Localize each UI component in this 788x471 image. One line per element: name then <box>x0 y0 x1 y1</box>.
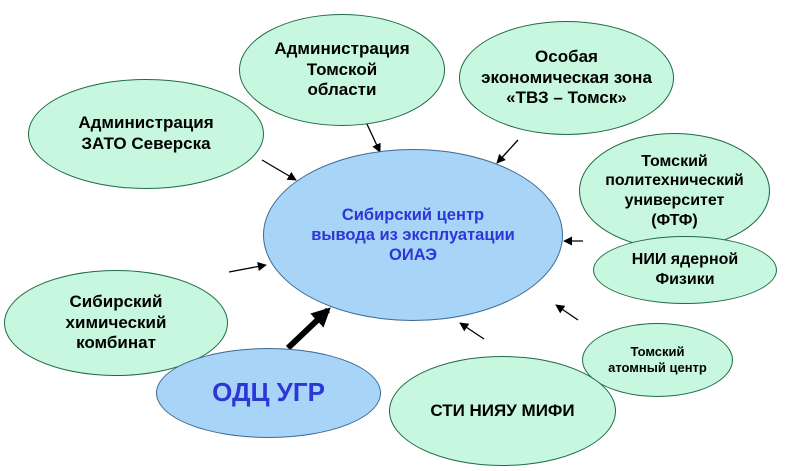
node-admin-zato-label: Администрация ЗАТО Северска <box>78 113 214 153</box>
node-tomsk-atomic: Томский атомный центр <box>582 323 733 397</box>
node-odc-ugr: ОДЦ УГР <box>156 348 381 438</box>
node-sti-niyau-label: СТИ НИЯУ МИФИ <box>430 400 575 420</box>
arrow-from-sez <box>496 139 519 164</box>
node-tpu-label: Томский политехнический университет (ФТФ… <box>605 152 744 229</box>
node-skhk: Сибирский химический комбинат <box>4 270 228 376</box>
node-sti-niyau: СТИ НИЯУ МИФИ <box>389 356 616 466</box>
node-nii-nuclear-label: НИИ ядерной Физики <box>631 251 739 288</box>
node-tpu: Томский политехнический университет (ФТФ… <box>579 133 770 249</box>
node-sez-tvz: Особая экономическая зона «ТВЗ – Томск» <box>459 21 674 135</box>
node-admin-tomsk-region-label: Администрация Томской области <box>274 38 410 100</box>
node-odc-ugr-label: ОДЦ УГР <box>212 377 325 408</box>
arrow-from-skhk <box>228 262 267 273</box>
arrow-from-admin-region <box>365 121 381 153</box>
arrow-from-admin-zato <box>261 159 297 181</box>
arrow-from-odc-ugr <box>285 307 331 351</box>
node-tomsk-atomic-label: Томский атомный центр <box>608 344 707 375</box>
node-nii-nuclear: НИИ ядерной Физики <box>593 236 777 304</box>
node-sez-tvz-label: Особая экономическая зона «ТВЗ – Томск» <box>481 46 652 108</box>
arrow-from-nii <box>555 304 579 321</box>
arrow-from-atomic-center <box>459 322 485 340</box>
node-skhk-label: Сибирский химический комбинат <box>65 291 167 353</box>
node-center-label: Сибирский центр вывода из эксплуатации О… <box>311 205 515 265</box>
node-admin-zato: Администрация ЗАТО Северска <box>28 79 264 189</box>
node-admin-tomsk-region: Администрация Томской области <box>239 14 445 126</box>
node-center: Сибирский центр вывода из эксплуатации О… <box>263 149 563 321</box>
